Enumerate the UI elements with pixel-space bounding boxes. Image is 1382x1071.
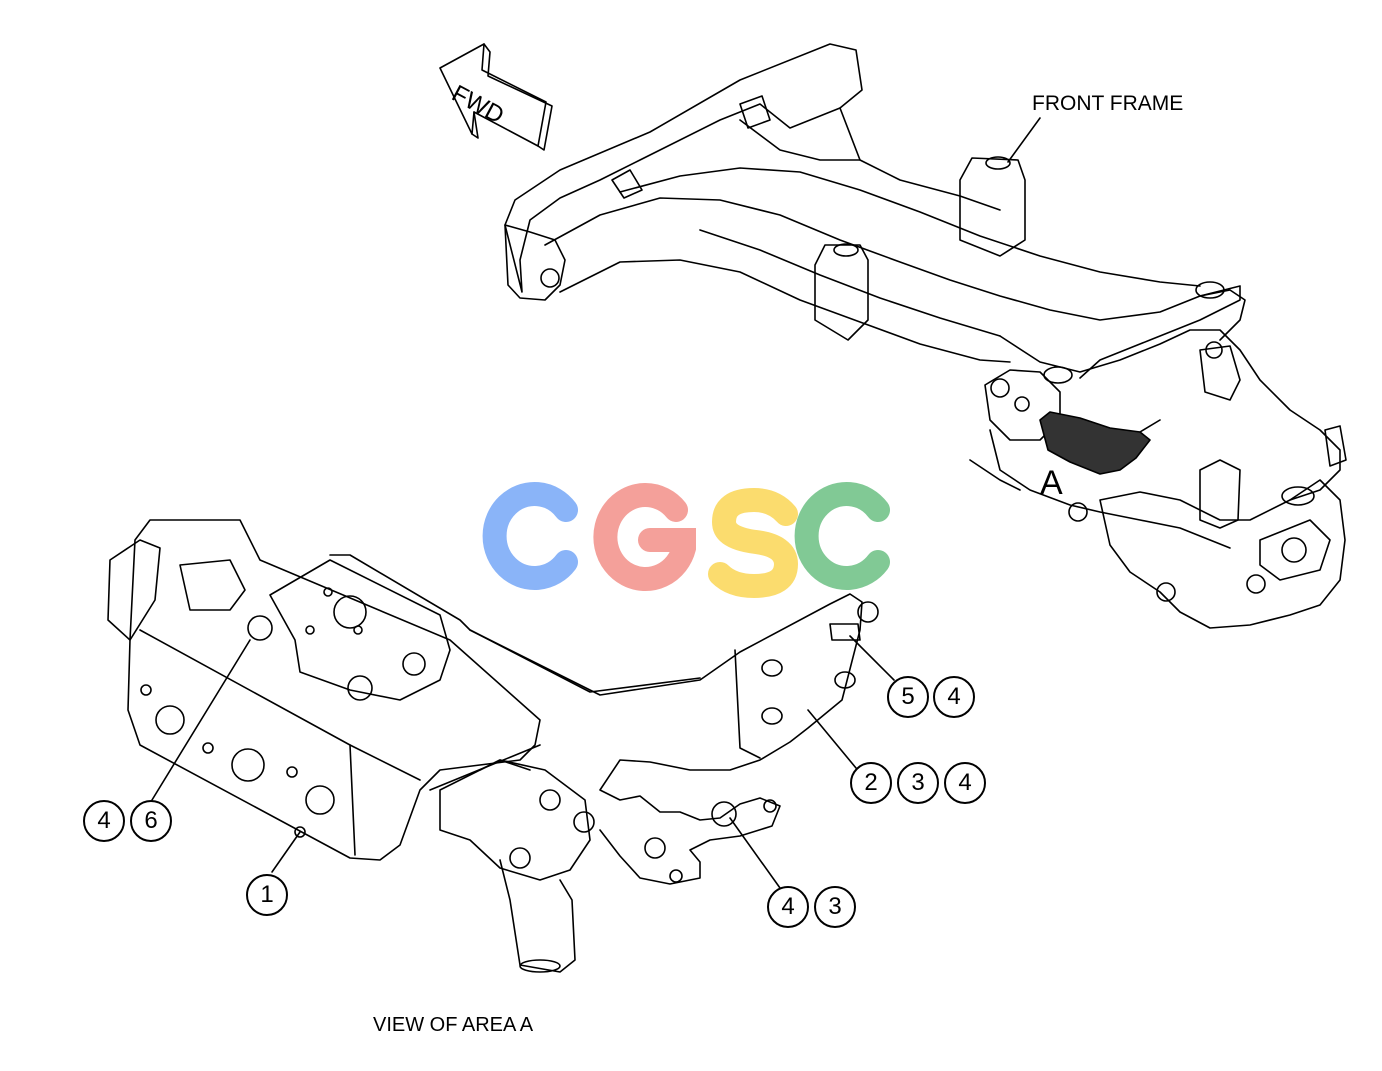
view-caption: VIEW OF AREA A xyxy=(373,1014,534,1036)
callout-4: 4 xyxy=(83,800,125,842)
front-frame-outline xyxy=(504,43,1347,629)
callout-4: 4 xyxy=(767,886,809,928)
callout-6: 6 xyxy=(130,800,172,842)
fwd-arrow-icon xyxy=(439,43,553,151)
callout-3: 3 xyxy=(814,886,856,928)
solenoid xyxy=(439,759,595,973)
callout-1: 1 xyxy=(246,874,288,916)
callout-2: 2 xyxy=(850,762,892,804)
front-frame-leader xyxy=(1007,117,1041,163)
bracket xyxy=(329,554,879,885)
valve-body xyxy=(107,519,541,861)
callout-3: 3 xyxy=(897,762,939,804)
callout-5: 5 xyxy=(887,676,929,718)
front-frame-label: FRONT FRAME xyxy=(1032,92,1184,115)
callout-4: 4 xyxy=(933,676,975,718)
callout-4: 4 xyxy=(944,762,986,804)
area-a-marker: A xyxy=(1040,464,1063,502)
leader-lines xyxy=(151,635,895,889)
